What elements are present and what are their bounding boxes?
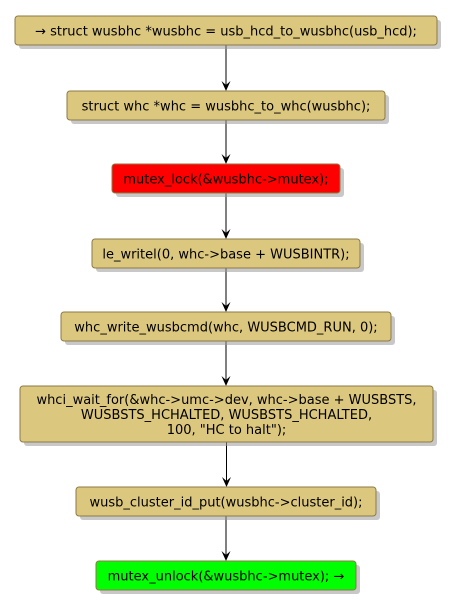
arrow-head [221,376,231,386]
node-whc-write-wusbcmd: whc_write_wusbcmd(whc, WUSBCMD_RUN, 0); [60,311,395,345]
node-box [14,15,438,46]
arrow-head [221,302,231,312]
node-mutex-unlock: mutex_unlock(&wusbhc->mutex); → [95,560,360,594]
node-label: 100, "HC to halt"); [167,423,287,438]
node-label: WUSBSTS_HCHALTED, WUSBSTS_HCHALTED, [81,408,372,423]
node-label: whc_write_wusbcmd(whc, WUSBCMD_RUN, 0); [74,321,377,336]
node-wusbhc-to-whc: struct whc *whc = wusbhc_to_whc(wusbhc); [66,90,389,124]
node-box [19,385,434,443]
node-label: mutex_lock(&wusbhc->mutex); [123,173,328,188]
node-label: whci_wait_for(&whc->umc->dev, whc->base … [36,393,416,408]
node-usb-hcd-to-wusbhc: → struct wusbhc *wusbhc = usb_hcd_to_wus… [14,15,441,49]
arrow-6 [222,442,231,487]
node-box [91,238,361,269]
arrow-head [221,551,231,561]
arrow-3 [221,193,231,239]
node-box [95,560,357,591]
node-whci-wait-for: whci_wait_for(&whc->umc->dev, whc->base … [19,385,437,446]
node-box [111,163,341,194]
arrow-7 [221,516,231,561]
node-mutex-lock: mutex_lock(&wusbhc->mutex); [111,163,344,197]
arrow-head [221,81,231,91]
arrow-head [221,229,231,239]
node-wusb-cluster-id-put: wusb_cluster_id_put(wusbhc->cluster_id); [75,486,380,520]
node-box [60,311,392,342]
node-label: struct whc *whc = wusbhc_to_whc(wusbhc); [82,100,371,115]
arrow-1 [221,45,231,91]
arrow-head [222,477,231,487]
node-label: wusb_cluster_id_put(wusbhc->cluster_id); [89,496,362,511]
arrow-2 [221,120,231,164]
arrow-5 [221,341,231,386]
node-label: mutex_unlock(&wusbhc->mutex); → [108,570,345,585]
arrow-head [221,154,231,164]
arrow-4 [221,268,231,312]
node-box [66,90,386,121]
node-le-writel: le_writel(0, whc->base + WUSBINTR); [91,238,364,272]
node-label: → struct wusbhc *wusbhc = usb_hcd_to_wus… [35,25,417,40]
node-box [75,486,377,517]
node-label: le_writel(0, whc->base + WUSBINTR); [102,248,349,263]
